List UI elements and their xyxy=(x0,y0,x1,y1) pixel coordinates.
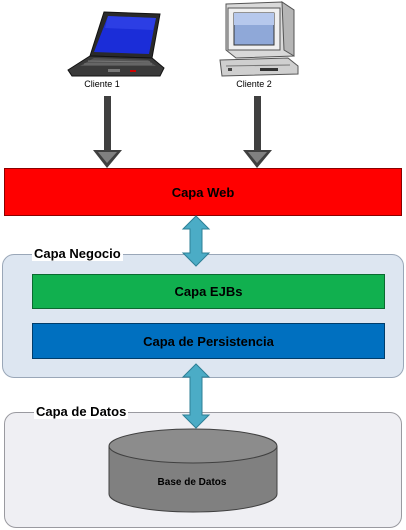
web-layer: Capa Web xyxy=(4,168,402,216)
ejbs-layer: Capa EJBs xyxy=(32,274,385,309)
database-label: Base de Datos xyxy=(157,477,227,488)
laptop-icon xyxy=(67,11,165,77)
down-arrow-client-1 xyxy=(93,96,122,168)
persistence-layer: Capa de Persistencia xyxy=(32,323,385,359)
persistence-layer-label: Capa de Persistencia xyxy=(143,333,274,349)
client-2: Cliente 2 xyxy=(214,0,304,92)
ejbs-layer-label: Capa EJBs xyxy=(174,284,243,299)
web-layer-label: Capa Web xyxy=(171,184,235,200)
business-layer-title: Capa Negocio xyxy=(32,246,123,261)
business-layer-group xyxy=(2,254,404,378)
down-arrow-client-2 xyxy=(243,96,272,168)
client-2-label: Cliente 2 xyxy=(236,79,272,89)
data-layer-title: Capa de Datos xyxy=(34,404,129,419)
desktop-computer-icon xyxy=(219,1,299,77)
database-cylinder-icon xyxy=(108,428,278,513)
client-1-label: Cliente 1 xyxy=(84,79,120,89)
client-1: Cliente 1 xyxy=(60,8,170,92)
